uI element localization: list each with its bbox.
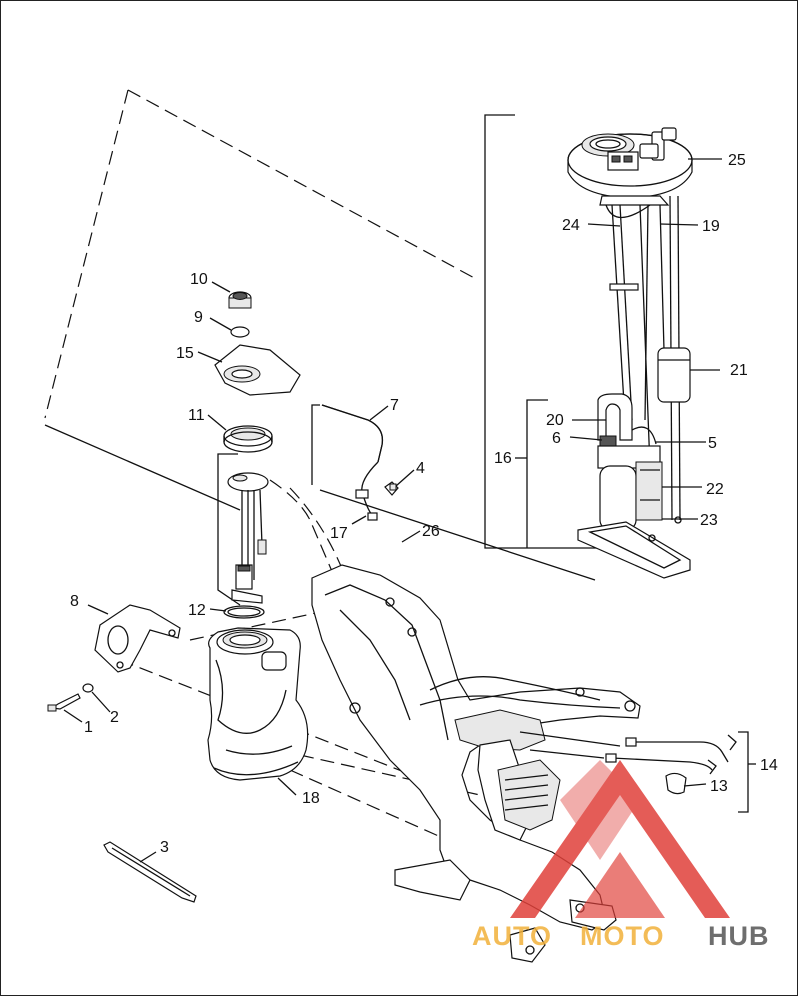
bracket-part-14 — [738, 731, 749, 813]
logo-text-moto: MOTO — [580, 921, 665, 951]
callout-8: 8 — [70, 593, 79, 610]
leader-lines — [63, 158, 756, 863]
callout-24: 24 — [562, 217, 580, 234]
callout-12: 12 — [188, 602, 206, 619]
callout-5: 5 — [708, 435, 717, 452]
fuel-pump-module-large — [567, 127, 693, 579]
callout-20: 20 — [546, 412, 564, 429]
callout-23: 23 — [700, 512, 718, 529]
fuel-lines-part-14 — [519, 731, 737, 795]
callout-16: 16 — [494, 450, 512, 467]
callout-13: 13 — [710, 778, 728, 795]
watermark-logo: AUTO MOTO HUB — [472, 760, 770, 951]
lock-ring-part-11 — [223, 425, 273, 453]
hoses — [321, 404, 422, 562]
callout-9: 9 — [194, 309, 203, 326]
callout-11: 11 — [188, 407, 205, 424]
callout-14: 14 — [760, 757, 778, 774]
pump-bracket-left — [217, 404, 320, 606]
callout-7: 7 — [390, 397, 399, 414]
bracket-part-8 — [94, 604, 181, 673]
callout-26: 26 — [422, 523, 440, 540]
logo-triangle — [510, 760, 730, 918]
fuel-tank-part-18 — [207, 627, 309, 781]
motorcycle-frame — [311, 564, 641, 963]
callout-25: 25 — [728, 152, 746, 169]
callout-18: 18 — [302, 790, 320, 807]
callout-4: 4 — [416, 460, 425, 477]
callout-10: 10 — [190, 271, 208, 288]
logo-text-auto: AUTO — [472, 921, 552, 951]
callout-3: 3 — [160, 839, 169, 856]
cap-part-10 — [228, 291, 252, 309]
detail-bracket — [484, 114, 600, 549]
callout-22: 22 — [706, 481, 724, 498]
callout-2: 2 — [110, 709, 119, 726]
projection-lines — [44, 89, 596, 581]
callout-15: 15 — [176, 345, 194, 362]
gasket-part-12 — [223, 605, 265, 619]
callout-numbers: 1 2 3 4 5 6 7 8 9 10 11 12 13 14 15 16 1… — [70, 152, 778, 856]
callout-1: 1 — [84, 719, 93, 736]
callout-19: 19 — [702, 218, 720, 235]
callout-17: 17 — [330, 525, 348, 542]
washer-part-2 — [82, 683, 94, 693]
strap-part-3 — [103, 841, 197, 903]
callout-6: 6 — [552, 430, 561, 447]
logo-text-hub: HUB — [708, 921, 770, 951]
callout-21: 21 — [730, 362, 748, 379]
fuel-pump-module-small — [227, 472, 269, 604]
cover-plate-part-15 — [214, 344, 301, 396]
bolt-part-1 — [47, 693, 81, 712]
o-ring-part-9 — [230, 326, 250, 338]
